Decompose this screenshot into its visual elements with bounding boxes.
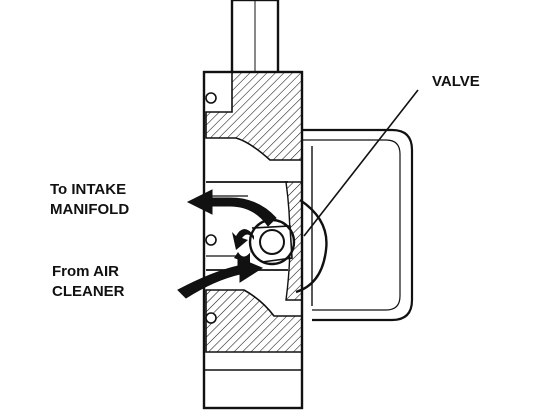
from-air-line-1: From AIR <box>52 263 119 280</box>
from-air-cleaner-label: From AIR CLEANER <box>52 262 125 302</box>
valve-label: VALVE <box>432 72 480 92</box>
air-cleaner-flow-arrow <box>177 257 264 299</box>
to-intake-manifold-label: To INTAKE MANIFOLD <box>50 180 129 220</box>
to-intake-line-2: MANIFOLD <box>50 201 130 218</box>
side-cover <box>300 128 414 322</box>
valve-label-text: VALVE <box>432 73 480 90</box>
intake-manifold-flow-arrow <box>186 189 277 227</box>
to-intake-line-1: To INTAKE <box>50 181 127 198</box>
valve-leader-line <box>303 89 419 237</box>
from-air-line-2: CLEANER <box>52 283 125 300</box>
valve-flow-curl-arrows <box>232 229 254 264</box>
